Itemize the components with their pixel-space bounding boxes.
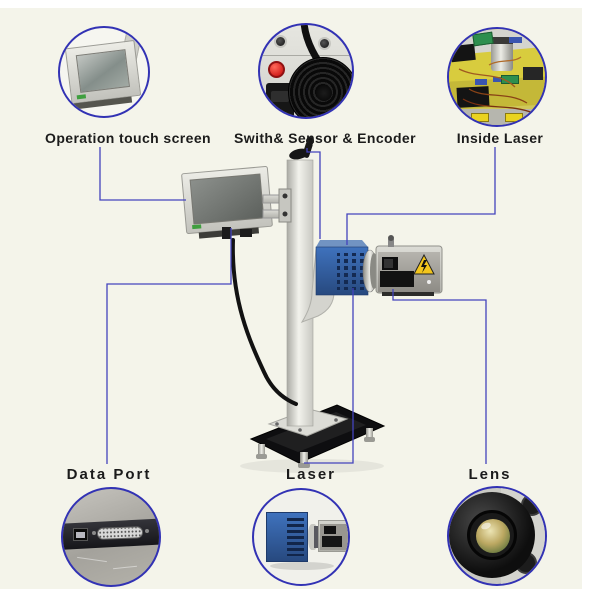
monitor-connectors (222, 227, 252, 239)
frame-right (582, 0, 600, 600)
frame-top (0, 0, 600, 8)
callout-photo-laser (252, 488, 350, 586)
housing-vents (337, 253, 364, 290)
base-plate (240, 404, 386, 473)
coupler-ring-dark (314, 526, 320, 548)
encoder-connector (318, 37, 331, 50)
laser-housing-mini (266, 512, 308, 562)
callout-photo-switch-sensor-encoder (258, 23, 354, 119)
callout-label-operation-touch-screen: Operation touch screen (45, 130, 211, 146)
monitor-mounting-arm (262, 188, 292, 223)
connector-screw (145, 529, 149, 533)
sensor-connector (274, 35, 287, 48)
callout-photo-data-port (61, 487, 161, 587)
line-data-port (106, 228, 232, 464)
callout-label-inside-laser: Inside Laser (456, 130, 544, 146)
wiring (458, 56, 534, 114)
callout-photo-inside-laser (447, 27, 547, 127)
laser-warning-icon (413, 253, 435, 275)
line-laser (304, 288, 354, 464)
metal-scratch (77, 556, 107, 563)
laser-head-assembly (300, 235, 443, 323)
connector-screw (92, 531, 96, 535)
callout-label-laser: Laser (285, 466, 337, 483)
driver-module (523, 67, 543, 80)
warning-sticker (471, 113, 489, 122)
head-aperture-mini (322, 536, 342, 547)
terminal-block (475, 79, 487, 85)
line-switch-sensor-encoder (306, 148, 321, 239)
touch-screen-bezel (64, 39, 142, 105)
monitor-screen (189, 173, 265, 225)
laser-tube (491, 41, 513, 71)
driver-module (533, 35, 545, 45)
laser-tube-cap (491, 37, 513, 44)
leveling-feet (256, 428, 375, 468)
warning-sticker (505, 113, 523, 122)
ethernet-port (73, 528, 88, 541)
head-aperture (380, 271, 414, 287)
callout-photo-operation-touch-screen (58, 26, 150, 118)
terminal-block (493, 77, 501, 82)
callout-label-switch-sensor-encoder: Swith& Sensor & Encoder (234, 130, 416, 146)
line-lens (392, 289, 487, 464)
line-operation-touch-screen (99, 147, 186, 201)
monitor-logo (192, 224, 202, 230)
frame-bottom (0, 589, 600, 600)
metal-scratch (113, 565, 137, 570)
power-cable (230, 238, 298, 406)
callout-label-data-port: Data Port (66, 466, 152, 483)
callout-label-lens: Lens (468, 466, 512, 483)
terminal-block (509, 37, 522, 43)
drop-shadow (270, 562, 334, 570)
coupler-ring (308, 524, 318, 550)
panel-seam (260, 55, 352, 56)
touch-screen-display (75, 49, 131, 93)
line-inside-laser (346, 147, 496, 245)
callout-photo-lens (447, 486, 547, 586)
brand-logo (76, 94, 87, 100)
head-port-mini (324, 526, 336, 534)
db25-connector (96, 526, 144, 540)
touch-screen-monitor (181, 166, 273, 239)
connector-lines (99, 147, 496, 464)
fan-hub (316, 85, 332, 101)
power-switch-button (268, 61, 285, 78)
